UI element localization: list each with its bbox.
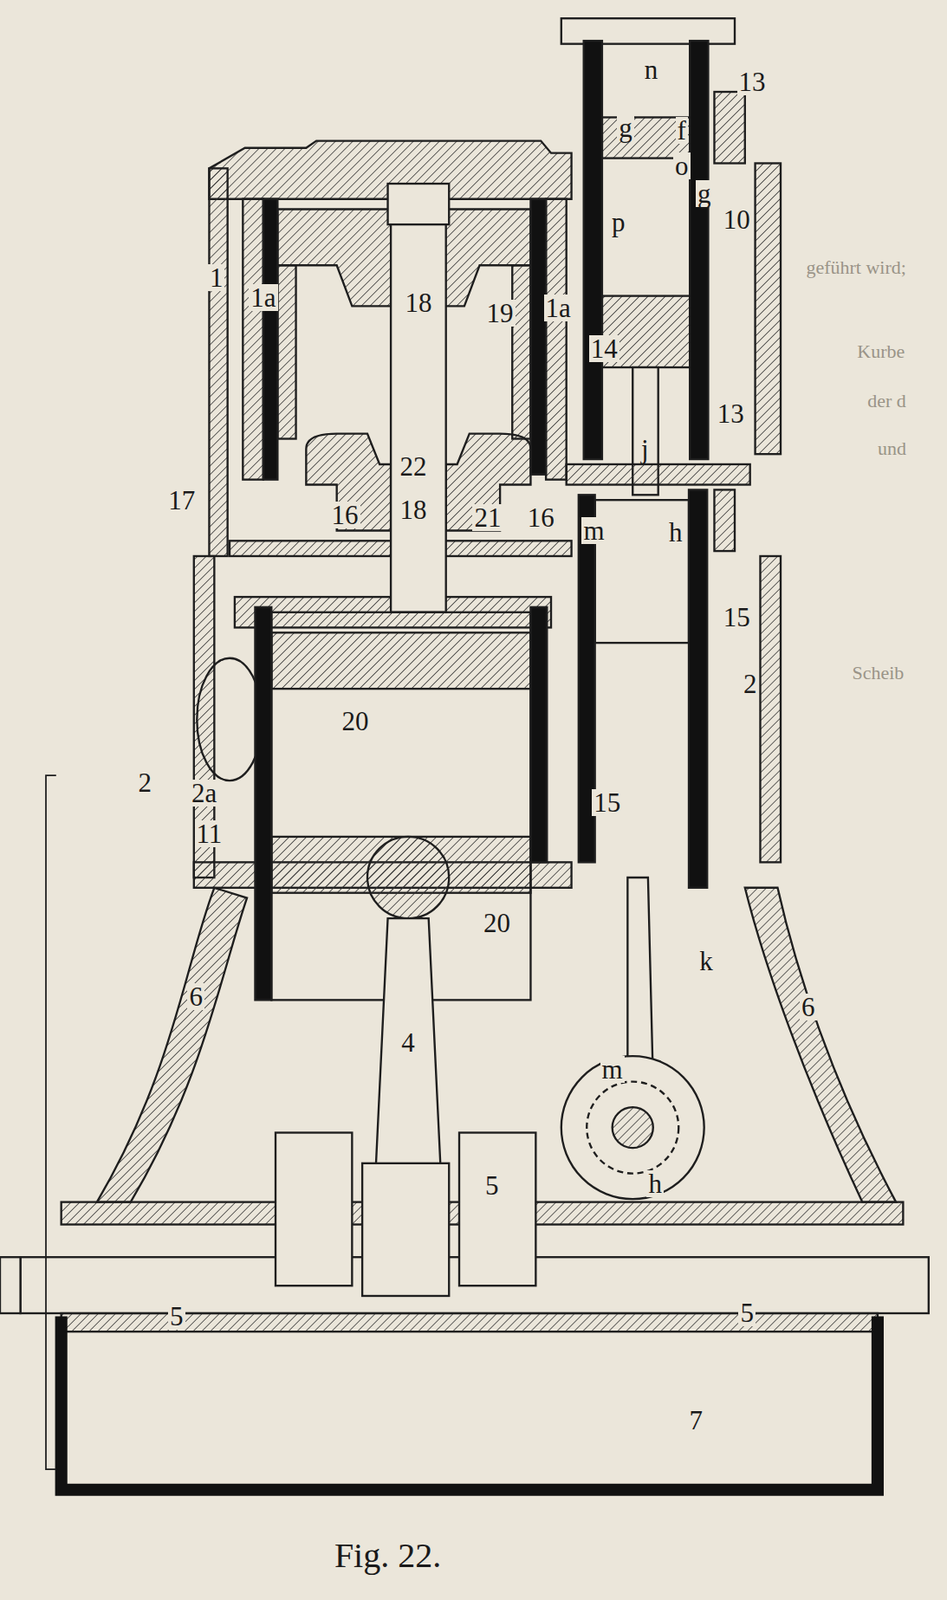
eccentric-shaft — [612, 1107, 654, 1149]
callout-number: o — [673, 152, 691, 180]
liner — [688, 489, 708, 888]
callout-number: 1 — [207, 264, 226, 292]
callout-number: f — [675, 116, 688, 144]
callout-number: m — [581, 517, 606, 545]
callout-number: 1a — [248, 284, 278, 312]
cylinder-liner — [263, 199, 278, 480]
callout-number: 4 — [399, 1029, 417, 1057]
bracket — [45, 775, 57, 1470]
eccentric — [561, 1056, 705, 1200]
housing-wall — [713, 489, 735, 552]
figure-caption: Fig. 22. — [334, 1538, 442, 1574]
callout-number: 20 — [339, 707, 370, 735]
frame — [0, 775, 929, 1491]
callout-number: 21 — [472, 504, 503, 532]
wrist-pin — [367, 836, 449, 919]
callout-number: h — [667, 518, 685, 546]
callout-number: 1a — [544, 294, 573, 322]
callout-number: 13 — [715, 400, 746, 428]
housing-wall — [208, 168, 228, 557]
callout-number: 5 — [738, 1299, 756, 1327]
callout-number: 18 — [402, 289, 434, 317]
callout-number: 6 — [799, 993, 818, 1021]
water-jacket — [196, 658, 262, 781]
callout-number: 14 — [589, 335, 620, 363]
text-fragment: Kurbe — [856, 342, 905, 362]
callout-number: j — [639, 435, 651, 463]
callout-number: 2 — [136, 769, 154, 797]
eccentric-sheave — [586, 1082, 679, 1175]
crank-web — [459, 1133, 536, 1287]
liner — [583, 40, 603, 460]
crosshead — [446, 434, 532, 532]
callout-number: 16 — [525, 504, 557, 532]
callout-number: 2 — [741, 670, 759, 698]
oil-pan — [61, 1316, 878, 1491]
pump-cylinders — [561, 18, 781, 1200]
frame-leg — [745, 888, 896, 1203]
callout-number: m — [600, 1056, 625, 1084]
text-fragment: Scheib — [851, 663, 904, 683]
text-fragment: und — [877, 439, 907, 459]
cylinder-liner — [530, 199, 546, 475]
piston-rod — [390, 224, 447, 613]
callout-number: n — [642, 56, 661, 84]
callout-number: 5 — [483, 1172, 501, 1200]
callout-number: 7 — [687, 1407, 706, 1434]
callout-number: 18 — [398, 496, 429, 524]
liner — [689, 40, 708, 460]
housing-wall — [713, 91, 745, 163]
callout-number: 17 — [166, 486, 197, 514]
connecting-rod — [375, 918, 441, 1174]
callout-number: h — [646, 1170, 664, 1198]
upper-cylinder — [208, 141, 571, 629]
lower-cylinder — [194, 556, 572, 1175]
callout-number: 2a — [189, 779, 219, 807]
callout-number: g — [616, 114, 635, 142]
callout-number: 22 — [398, 453, 429, 480]
piston-skirt — [277, 265, 296, 439]
piston-skirt — [512, 265, 531, 439]
callout-number: 10 — [721, 206, 753, 234]
text-fragment: geführt wird; — [805, 258, 906, 278]
nut — [388, 183, 450, 225]
callout-number: 13 — [737, 68, 768, 96]
text-fragment: der d — [867, 391, 907, 411]
plate — [566, 464, 751, 486]
eccentric-rod — [627, 877, 653, 1083]
callout-number: 15 — [721, 603, 753, 631]
callout-number: 20 — [481, 909, 513, 937]
cylinder-liner — [254, 607, 272, 1001]
crank-pin — [362, 1163, 449, 1297]
callout-number: 6 — [187, 983, 205, 1011]
housing-wall — [755, 162, 781, 455]
callout-number: 19 — [485, 299, 516, 327]
callout-number: p — [609, 208, 628, 236]
shaft-end — [0, 1257, 21, 1314]
pump-piston — [595, 499, 689, 643]
callout-number: g — [695, 180, 714, 208]
callout-number: 11 — [194, 820, 225, 848]
frame-leg — [97, 888, 247, 1203]
crank-web — [275, 1133, 352, 1287]
piston-crown — [271, 632, 531, 689]
jacket-wall — [242, 199, 264, 480]
crosshead — [305, 434, 391, 532]
callout-number: k — [697, 947, 715, 975]
housing-wall — [759, 556, 781, 863]
cylinder-liner — [530, 607, 547, 863]
callout-number: 15 — [591, 789, 623, 817]
jacket-wall — [545, 199, 567, 480]
callout-number: 16 — [330, 501, 361, 529]
callout-number: 5 — [168, 1303, 186, 1330]
